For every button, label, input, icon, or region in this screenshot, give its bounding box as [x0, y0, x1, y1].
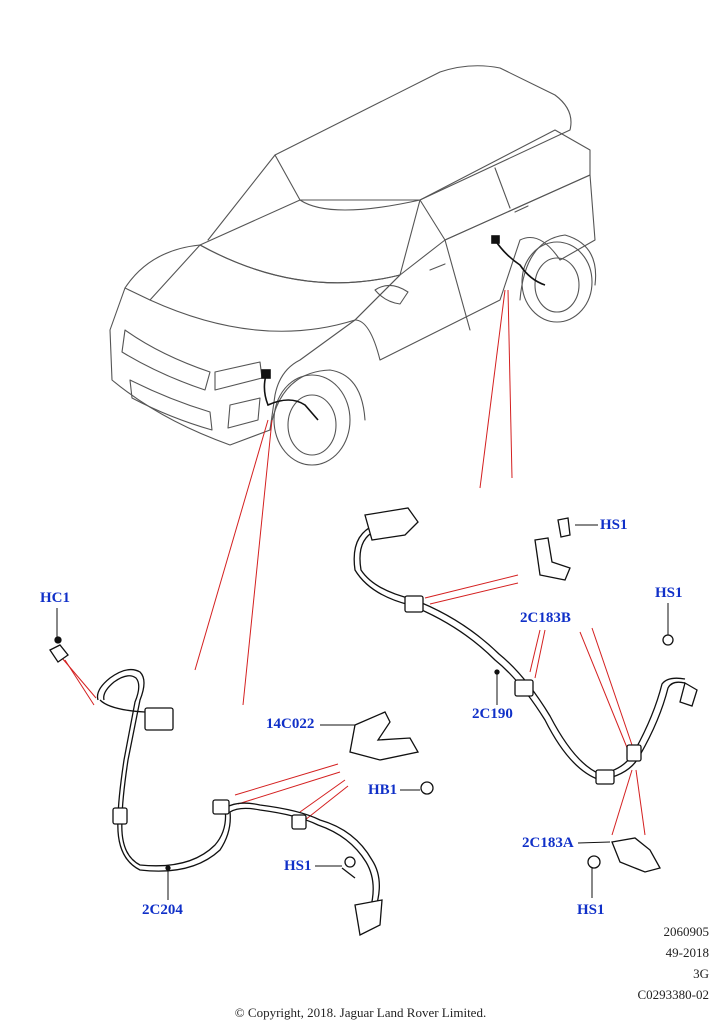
diagram-date: 49-2018: [665, 945, 709, 960]
leader-lines: [61, 289, 646, 836]
label-2c190: 2C190: [472, 706, 513, 722]
label-hc1: HC1: [40, 590, 70, 606]
label-hb1: HB1: [368, 782, 398, 798]
harness-2c204: [49, 636, 434, 936]
diagram-code: 2060905: [663, 924, 710, 939]
label-2c183a: 2C183A: [522, 835, 574, 851]
diagram-reference: C0293380-02: [637, 987, 710, 1002]
label-14c022: 14C022: [266, 716, 315, 732]
label-pointers: [56, 524, 669, 900]
vehicle-outline: [109, 65, 597, 466]
diagram-revision: 3G: [693, 966, 709, 981]
label-hs1-top: HS1: [600, 517, 628, 533]
label-hs1-right: HS1: [655, 585, 683, 601]
harness-2c190: [353, 507, 698, 873]
copyright-notice: © Copyright, 2018. Jaguar Land Rover Lim…: [234, 1005, 487, 1020]
label-2c204: 2C204: [142, 902, 183, 918]
label-2c183b: 2C183B: [520, 610, 571, 626]
vehicle-harness: [261, 235, 546, 421]
label-hs1-mid: HS1: [284, 858, 312, 874]
label-hs1-bottom: HS1: [577, 902, 605, 918]
